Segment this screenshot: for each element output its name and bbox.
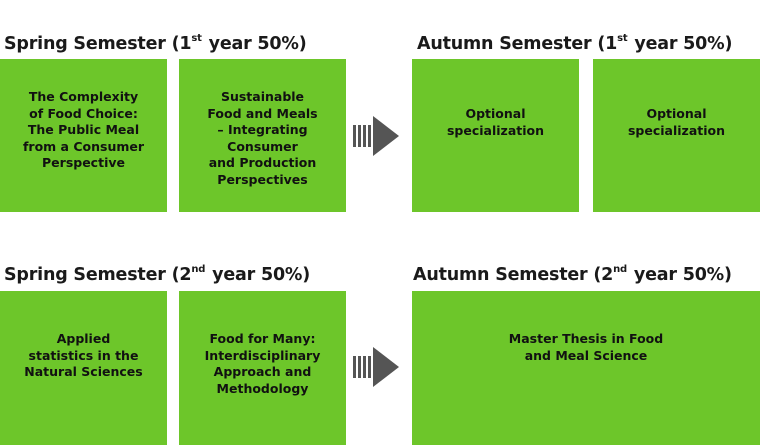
heading-suffix: year 50%)	[202, 34, 307, 54]
course-title: The Complexity of Food Choice: The Publi…	[22, 89, 145, 170]
heading-autumn-year2: Autumn Semester (2nd year 50%)	[413, 264, 732, 285]
heading-suffix: year 50%)	[628, 34, 733, 54]
heading-spring-year1: Spring Semester (1st year 50%)	[4, 33, 307, 54]
heading-spring-year2: Spring Semester (2nd year 50%)	[4, 264, 311, 285]
course-box-optional-2: Optional specialization	[593, 59, 760, 212]
course-box-applied-statistics: Applied statistics in the Natural Scienc…	[0, 291, 167, 445]
course-title: Sustainable Food and Meals – Integrating…	[207, 89, 318, 187]
course-box-sustainable-food: Sustainable Food and Meals – Integrating…	[179, 59, 346, 212]
heading-label: Autumn Semester (1	[417, 34, 618, 54]
heading-label: Autumn Semester (2	[413, 265, 614, 285]
heading-label: Spring Semester (2	[4, 265, 192, 285]
heading-suffix: year 50%)	[206, 265, 311, 285]
course-title: Master Thesis in Food and Meal Science	[508, 331, 664, 363]
arrow-icon	[353, 116, 399, 156]
course-box-food-choice: The Complexity of Food Choice: The Publi…	[0, 59, 167, 212]
course-title: Applied statistics in the Natural Scienc…	[24, 331, 143, 379]
course-title: Food for Many: Interdisciplinary Approac…	[204, 331, 321, 396]
heading-ordinal: nd	[191, 264, 206, 275]
heading-autumn-year1: Autumn Semester (1st year 50%)	[417, 33, 733, 54]
course-box-food-for-many: Food for Many: Interdisciplinary Approac…	[179, 291, 346, 445]
heading-suffix: year 50%)	[628, 265, 732, 285]
heading-ordinal: st	[617, 33, 628, 44]
heading-ordinal: st	[191, 33, 202, 44]
course-box-master-thesis: Master Thesis in Food and Meal Science	[412, 291, 760, 445]
heading-ordinal: nd	[613, 264, 628, 275]
course-title: Optional specialization	[627, 106, 726, 138]
course-title: Optional specialization	[446, 106, 545, 138]
arrow-icon	[353, 347, 399, 387]
heading-label: Spring Semester (1	[4, 34, 192, 54]
course-box-optional-1: Optional specialization	[412, 59, 579, 212]
